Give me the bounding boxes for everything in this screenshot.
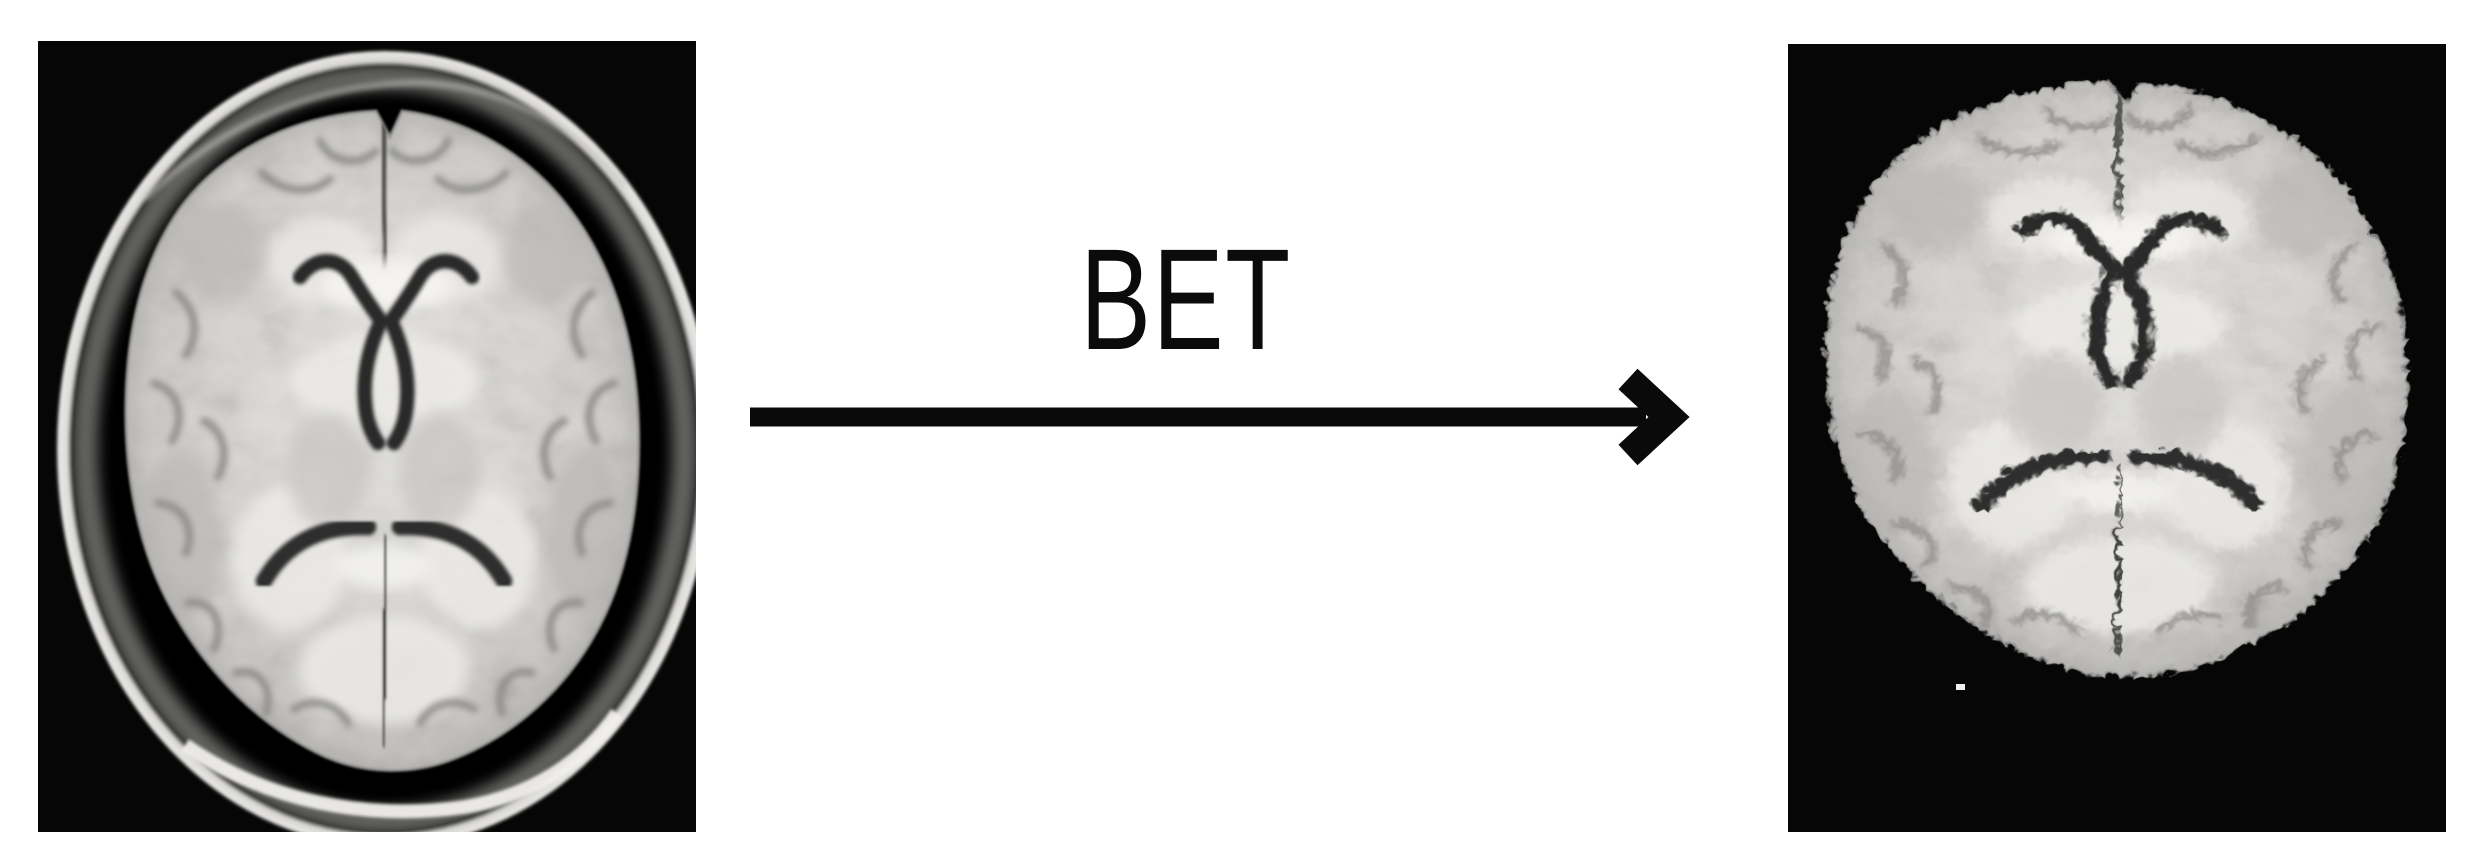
mri-brain-extracted-image xyxy=(1788,44,2446,832)
extracted-brain-panel xyxy=(1788,44,2446,832)
input-mri-panel xyxy=(38,41,696,832)
right-arrow-icon xyxy=(750,368,1690,466)
mri-brain-with-skull-image xyxy=(38,41,696,832)
arrow-label-text: BET xyxy=(1080,219,1292,380)
extraction-artifact-speck xyxy=(1956,684,1965,690)
arrow-label: BET xyxy=(1080,228,1366,372)
